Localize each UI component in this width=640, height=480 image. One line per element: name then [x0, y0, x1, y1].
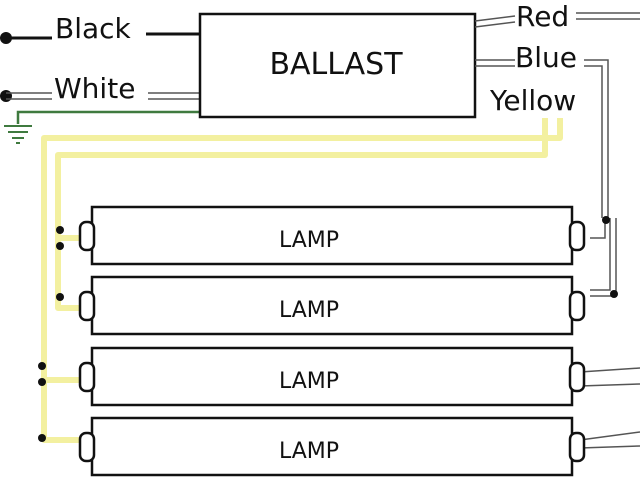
junction-dot	[56, 293, 64, 301]
blue-wire-junction	[602, 216, 610, 224]
lamp-label: LAMP	[279, 439, 339, 464]
black-wire: Black	[0, 12, 200, 45]
white-wire-label: White	[54, 72, 135, 105]
lamp-label: LAMP	[279, 369, 339, 394]
lamp-left-pin	[78, 431, 96, 463]
ground-icon	[4, 125, 32, 144]
lamp-2: LAMP	[78, 275, 586, 336]
junction-dot	[38, 378, 46, 386]
ballast-label: BALLAST	[269, 47, 403, 82]
white-wire: White	[0, 72, 200, 105]
white-wire-terminal	[0, 90, 12, 102]
blue-wire-junction	[610, 290, 618, 298]
red-wire: Red	[474, 0, 640, 33]
lamp-label: LAMP	[279, 228, 339, 253]
lamp-right-pin	[568, 220, 586, 252]
lamp-left-pin	[78, 290, 96, 322]
yellow-wire-label: Yellow	[489, 84, 576, 117]
blue-wire	[475, 59, 617, 297]
lamp-3: LAMP	[78, 346, 586, 407]
lamp-left-pin	[78, 220, 96, 252]
lamp-right-pin	[568, 290, 586, 322]
lamp-label: LAMP	[279, 298, 339, 323]
lamp-4: LAMP	[78, 416, 586, 477]
junction-dot	[56, 242, 64, 250]
lamp-left-pin	[78, 361, 96, 393]
ground-wire	[4, 110, 200, 144]
lamp-right-pin	[568, 431, 586, 463]
junction-dot	[38, 434, 46, 442]
black-wire-label: Black	[55, 12, 132, 45]
left-junction-dots	[38, 226, 64, 442]
yellow-wires	[41, 118, 563, 443]
ballast: BALLAST	[198, 12, 477, 119]
red-wire-label: Red	[516, 0, 569, 33]
junction-dot	[38, 362, 46, 370]
lamp-right-wires	[579, 367, 640, 449]
junction-dot	[56, 226, 64, 234]
lamp-right-pin	[568, 361, 586, 393]
blue-wire-label: Blue	[515, 41, 577, 74]
lamp-1: LAMP	[78, 205, 586, 266]
